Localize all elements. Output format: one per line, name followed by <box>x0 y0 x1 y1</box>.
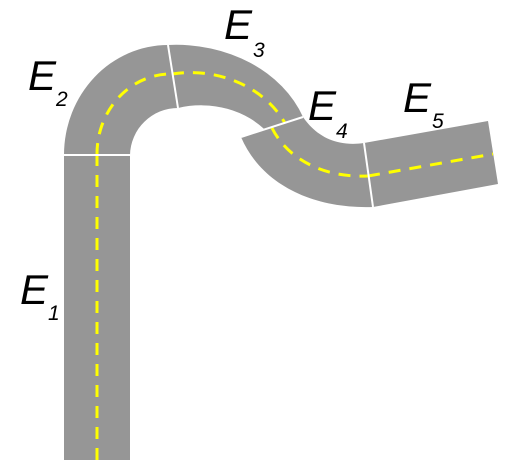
label-e5-letter: E <box>403 74 432 121</box>
segment-e4-center-line <box>270 127 369 178</box>
label-e2: E 2 <box>28 52 68 111</box>
segment-e3-road <box>168 44 303 133</box>
label-e4-letter: E <box>308 82 337 129</box>
segment-e2-center-line <box>95 72 173 156</box>
segment-e3 <box>168 44 303 133</box>
boundary-e4-e5 <box>363 142 374 208</box>
label-e1-letter: E <box>20 266 49 313</box>
label-e1: E 1 <box>20 266 60 325</box>
segment-e5 <box>364 121 498 207</box>
label-e3-index: 3 <box>253 39 265 62</box>
label-e2-letter: E <box>28 52 57 99</box>
segment-e1 <box>64 155 130 460</box>
label-e2-index: 2 <box>55 88 68 111</box>
label-e4-index: 4 <box>336 120 348 143</box>
label-e5: E 5 <box>403 74 444 133</box>
boundary-e3-e4 <box>240 116 304 138</box>
label-e5-index: 5 <box>432 110 444 133</box>
segment-boundaries <box>64 44 374 208</box>
segment-e5-center-line <box>367 152 494 178</box>
boundary-e2-e3 <box>167 44 179 109</box>
label-e4: E 4 <box>308 82 348 143</box>
segment-e2-road <box>64 45 178 155</box>
label-e3-letter: E <box>224 1 253 48</box>
segment-labels: E 1 E 2 E 3 E 4 E 5 <box>20 1 444 325</box>
segment-e3-center-line <box>171 71 288 126</box>
label-e1-index: 1 <box>48 302 60 325</box>
label-e3: E 3 <box>224 1 265 62</box>
segment-e2 <box>64 45 178 156</box>
segment-e4 <box>241 117 373 208</box>
